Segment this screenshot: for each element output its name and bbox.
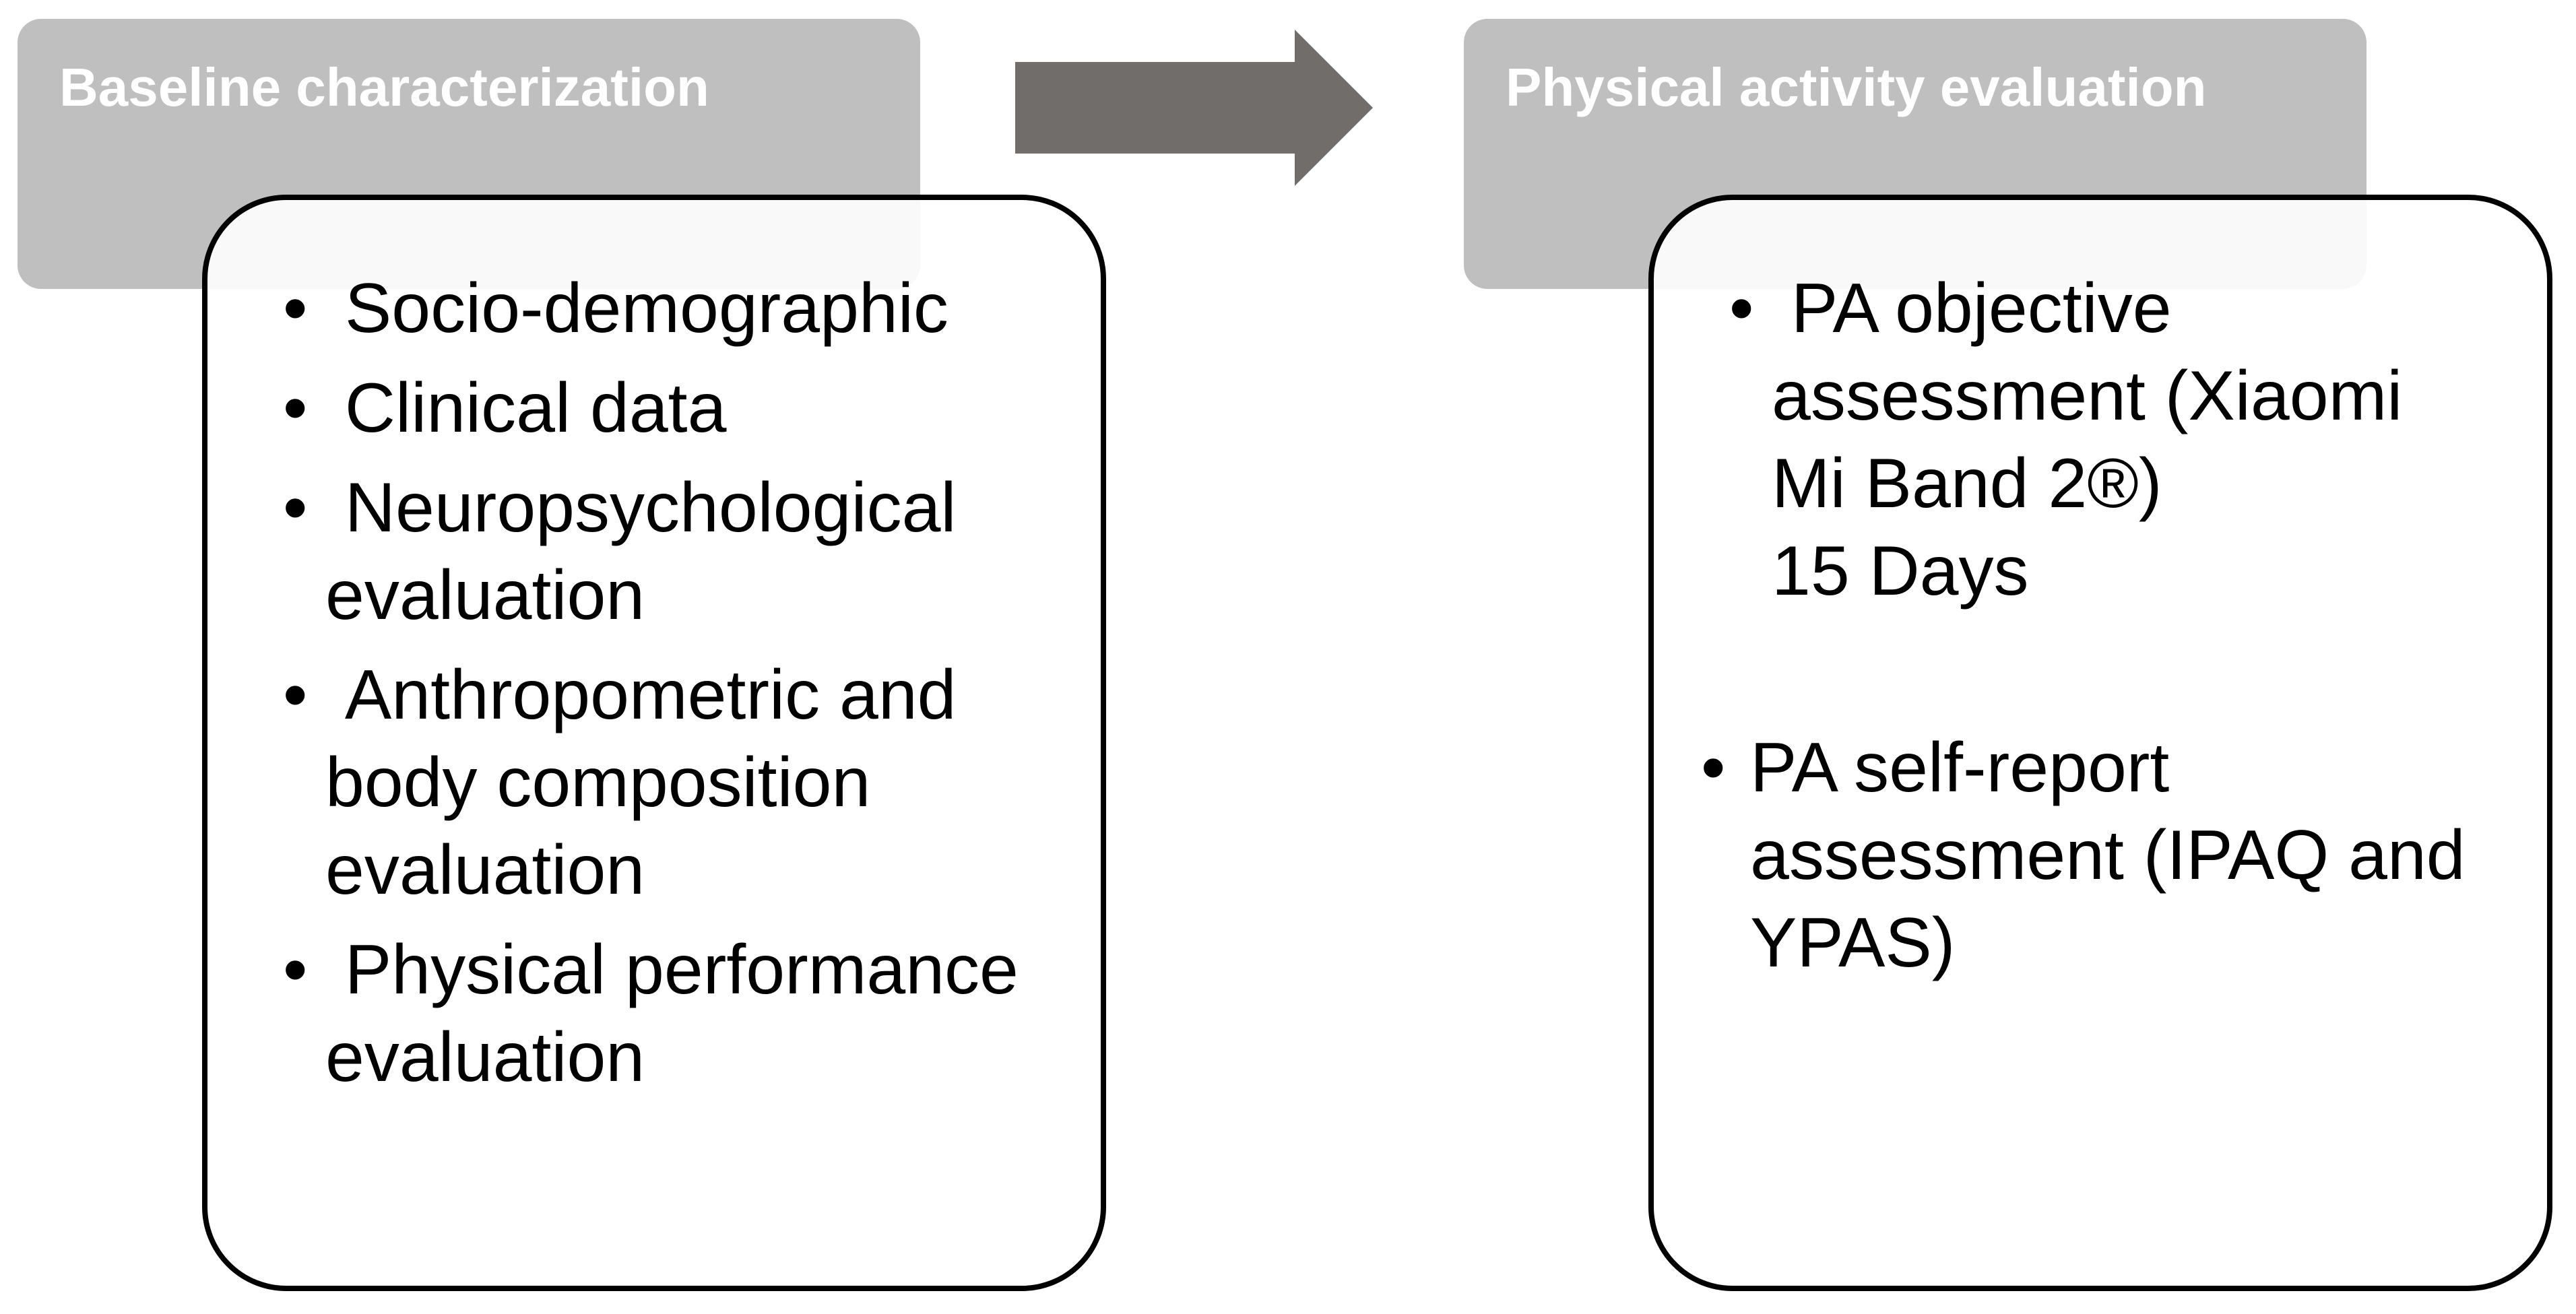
- bullet-icon: •: [283, 469, 308, 547]
- physical-activity-item-list: • PA objective assessment (Xiaomi Mi Band …: [1654, 200, 2547, 987]
- list-item-line: evaluation: [325, 1018, 645, 1096]
- list-item: • PA objective assessment (Xiaomi Mi Band …: [1654, 265, 2527, 615]
- baseline-stage-title: Baseline characterization: [59, 57, 709, 117]
- list-item-line: Clinical data: [325, 369, 727, 447]
- bullet-icon: •: [1701, 729, 1726, 807]
- list-item-line: PA self-report: [1750, 729, 2170, 807]
- bullet-icon: •: [283, 269, 308, 348]
- bullet-icon: •: [283, 369, 308, 447]
- list-item: • Neuropsychological evaluation: [207, 464, 1081, 639]
- list-item: • Physical performance evaluation: [207, 926, 1081, 1101]
- physical-activity-stage-title: Physical activity evaluation: [1506, 57, 2207, 117]
- list-item-line: body composition: [325, 744, 871, 822]
- bullet-icon: •: [283, 931, 308, 1009]
- physical-activity-panel: • PA objective assessment (Xiaomi Mi Band …: [1648, 195, 2552, 1291]
- list-item-line: Physical performance: [325, 931, 1019, 1009]
- list-item-line: Socio-demographic: [325, 269, 948, 348]
- list-item-line: Mi Band 2®): [1772, 445, 2162, 523]
- list-item: • Anthropometric and body composition eval…: [207, 651, 1081, 914]
- list-item-line: Neuropsychological: [325, 469, 957, 547]
- bullet-icon: •: [283, 656, 308, 734]
- list-item: • Clinical data: [207, 364, 1081, 452]
- list-item-line: Anthropometric and: [325, 656, 957, 734]
- list-item-line: PA objective: [1772, 269, 2172, 348]
- list-item-line: assessment (IPAQ and: [1750, 816, 2466, 894]
- list-item-line: 15 Days: [1772, 532, 2029, 610]
- list-item-line: assessment (Xiaomi: [1772, 357, 2403, 435]
- list-item-line: evaluation: [325, 831, 645, 909]
- right-arrow-icon: [1015, 30, 1373, 186]
- list-item: • Socio-demographic: [207, 265, 1081, 352]
- list-item-line: evaluation: [325, 556, 645, 634]
- bullet-icon: •: [1729, 269, 1754, 348]
- baseline-item-list: • Socio-demographic• Clinical data• Neur…: [207, 200, 1101, 1101]
- list-item-line: YPAS): [1750, 904, 1956, 982]
- baseline-panel: • Socio-demographic• Clinical data• Neur…: [202, 195, 1106, 1291]
